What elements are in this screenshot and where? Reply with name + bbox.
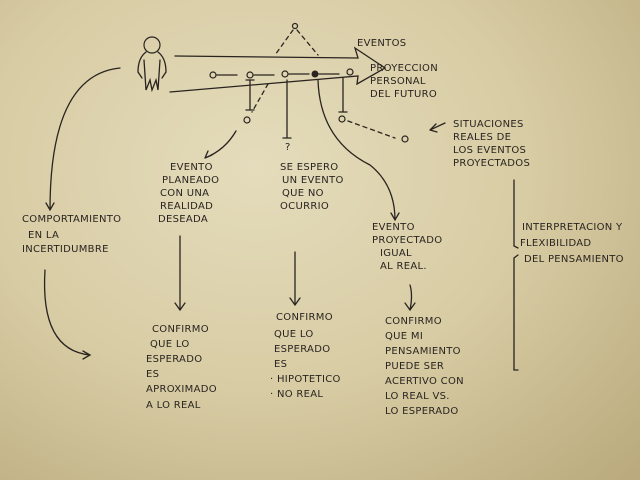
text-line: UN EVENTO [282, 175, 344, 186]
arrow-to-situations [429, 122, 446, 133]
arrow-to-projected [317, 79, 400, 222]
arrow-down-3 [404, 284, 416, 312]
text-line: PROYECTADO [372, 235, 442, 246]
text-line: SE ESPERO [280, 162, 338, 173]
text-line: ES [146, 369, 159, 380]
text-line: QUE NO [282, 188, 324, 199]
text-line: REALES DE [453, 132, 511, 143]
label-confirm-1: CONFIRMO QUE LO ESPERADO ES APROXIMADO A… [146, 324, 217, 411]
text-line: LOS EVENTOS [453, 145, 526, 156]
text-line: ESPERADO [274, 344, 330, 355]
text-line: DEL FUTURO [370, 89, 437, 100]
label-planned-event: EVENTO PLANEADO CON UNA REALIDAD DESEADA [158, 162, 219, 225]
text-line: ACERTIVO CON [385, 376, 464, 387]
label-confirm-3: CONFIRMO QUE MI PENSAMIENTO PUEDE SER AC… [385, 316, 464, 417]
text-line: CONFIRMO [276, 312, 333, 323]
text-line: A LO REAL [146, 400, 201, 411]
text-line: QUE MI [385, 331, 423, 342]
label-expected-event: SE ESPERO UN EVENTO QUE NO OCURRIO [280, 162, 344, 212]
text-line: REALIDAD [160, 201, 213, 212]
bracket [513, 179, 519, 371]
arrow-to-planned [204, 130, 237, 159]
text-line: OCURRIO [280, 201, 329, 212]
text-line: AL REAL. [380, 261, 427, 272]
label-projection: PROYECCION PERSONAL DEL FUTURO [370, 63, 438, 100]
text-line: PLANEADO [162, 175, 219, 186]
label-behavior: COMPORTAMIENTO EN LA INCERTIDUMBRE [22, 214, 121, 255]
label-confirm-2: CONFIRMO QUE LO ESPERADO ES · HIPOTETICO… [270, 312, 341, 400]
arrow-down-1 [174, 235, 186, 312]
arrow-to-behavior [45, 67, 121, 212]
person-icon [137, 36, 167, 93]
text-line: · NO REAL [270, 389, 323, 400]
text-line: LO REAL VS. [385, 391, 450, 402]
text-line: ESPERADO [146, 354, 202, 365]
text-line: PROYECCION [370, 63, 438, 74]
text-line: PERSONAL [370, 76, 426, 87]
text-line: IGUAL [380, 248, 412, 259]
arrow-behavior-to-confirm [43, 269, 92, 360]
text-line: CONFIRMO [152, 324, 209, 335]
arrow-down-2 [289, 251, 301, 307]
text-line: EVENTO [372, 222, 415, 233]
text-line: QUE LO [150, 339, 190, 350]
text-line: SITUACIONES [453, 119, 524, 130]
text-line: APROXIMADO [146, 384, 217, 395]
label-eventos: EVENTOS [357, 38, 406, 49]
text-line: FLEXIBILIDAD [520, 238, 591, 249]
text-line: INTERPRETACION Y [522, 222, 623, 233]
question-mark: ? [285, 142, 291, 153]
timeline-arrow [169, 46, 387, 93]
text-line: QUE LO [274, 329, 314, 340]
label-real-situations: SITUACIONES REALES DE LOS EVENTOS PROYEC… [453, 119, 530, 169]
label-projected-equal: EVENTO PROYECTADO IGUAL AL REAL. [372, 222, 442, 272]
text-line: PROYECTADOS [453, 158, 530, 169]
text-line: CON UNA [160, 188, 209, 199]
text-line: EN LA [28, 230, 59, 241]
text-line: DESEADA [158, 214, 208, 225]
text-line: ES [274, 359, 287, 370]
text-line: EVENTO [170, 162, 213, 173]
timeline-nodes [209, 22, 409, 143]
label-interpretation: INTERPRETACION Y FLEXIBILIDAD DEL PENSAM… [520, 222, 624, 265]
text-line: DEL PENSAMIENTO [524, 254, 624, 265]
text-line: INCERTIDUMBRE [22, 244, 109, 255]
text-line: CONFIRMO [385, 316, 442, 327]
text-line: PENSAMIENTO [385, 346, 461, 357]
text-line: LO ESPERADO [385, 406, 459, 417]
text-line: PUEDE SER [385, 361, 444, 372]
text-line: COMPORTAMIENTO [22, 214, 121, 225]
text-line: · HIPOTETICO [270, 374, 341, 385]
